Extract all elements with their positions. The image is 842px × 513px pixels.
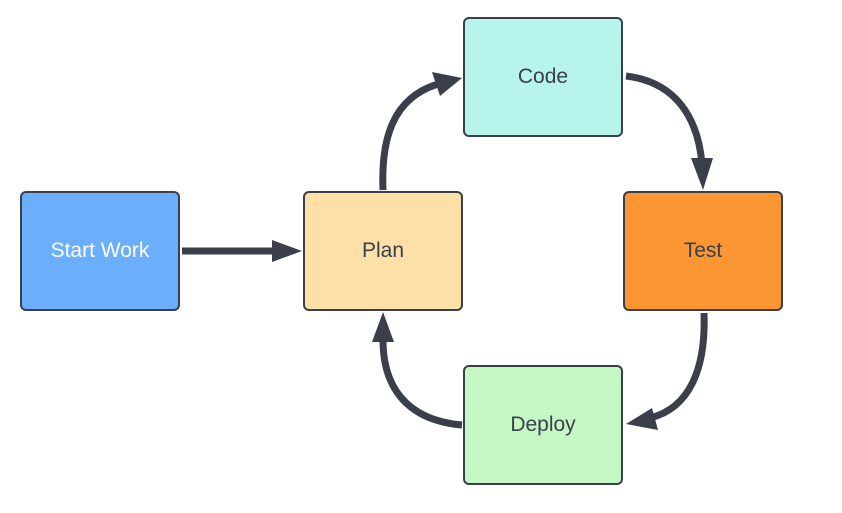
node-code-label: Code	[517, 65, 569, 88]
edge-deploy-to-plan	[379, 339, 463, 429]
node-deploy[interactable]: Deploy	[463, 365, 623, 485]
node-code[interactable]: Code	[463, 17, 623, 137]
edge-plan-to-code	[379, 80, 440, 191]
arrowhead-plan-return	[372, 312, 394, 342]
edge-code-to-test	[625, 72, 706, 165]
node-start-work-label: Start Work	[50, 239, 150, 262]
node-test[interactable]: Test	[623, 191, 783, 311]
node-deploy-label: Deploy	[510, 413, 576, 436]
arrowhead-plan	[272, 240, 302, 262]
arrowhead-deploy	[626, 408, 658, 430]
node-plan[interactable]: Plan	[303, 191, 463, 311]
node-start-work[interactable]: Start Work	[20, 191, 180, 311]
node-test-label: Test	[683, 239, 723, 262]
node-plan-label: Plan	[361, 239, 405, 262]
edge-test-to-deploy	[649, 312, 708, 422]
arrowhead-test	[691, 158, 713, 190]
arrowhead-code	[432, 72, 462, 96]
